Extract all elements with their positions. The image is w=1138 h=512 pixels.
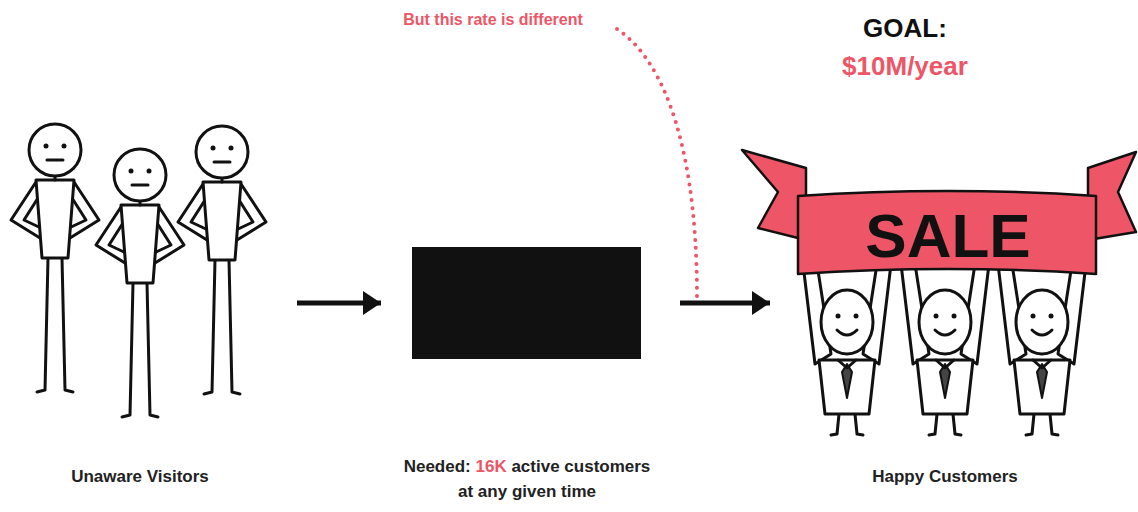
sale-banner	[742, 150, 1136, 274]
word: Unaware	[71, 467, 142, 486]
word-space	[507, 482, 512, 501]
word: any	[478, 482, 507, 501]
banner-body	[798, 191, 1096, 274]
word-space	[556, 482, 561, 501]
word-space	[507, 457, 512, 476]
word: time	[561, 482, 596, 501]
word: Happy	[872, 467, 924, 486]
node-label: Unaware Visitors	[10, 466, 270, 488]
word: given	[512, 482, 556, 501]
word-space	[473, 482, 478, 501]
word: at	[458, 482, 473, 501]
word-space	[924, 467, 929, 486]
word: Needed:	[404, 457, 471, 476]
node-label: Needed: 16K active customers at any give…	[402, 454, 652, 504]
visitor-group: Unaware Visitors	[10, 115, 270, 415]
word-space	[142, 467, 147, 486]
node-label: Happy Customers	[775, 466, 1115, 488]
visitor-figure	[11, 124, 99, 392]
customer-figure	[901, 264, 989, 435]
customer-figure	[803, 264, 891, 435]
customer-group: Happy Customers	[775, 140, 1115, 440]
goal-value: $10M/year	[805, 50, 1005, 83]
flow-arrow	[297, 301, 381, 306]
customer-figure	[998, 264, 1086, 435]
word: Visitors	[147, 467, 209, 486]
word-space	[560, 457, 565, 476]
banner-text: SALE	[800, 198, 1096, 274]
word-space	[471, 457, 476, 476]
visitor-figure	[178, 126, 266, 394]
goal-heading: GOAL:	[805, 12, 1005, 45]
banner-tail	[742, 150, 806, 240]
callout-note: But this rate is different	[368, 10, 618, 30]
black-box: Needed: 16K active customers at any give…	[412, 247, 641, 359]
word: 16K	[475, 457, 506, 476]
word: customers	[564, 457, 650, 476]
visitor-figure	[96, 149, 184, 417]
word: Customers	[929, 467, 1018, 486]
flow-arrow	[680, 301, 770, 306]
word: active	[511, 457, 559, 476]
